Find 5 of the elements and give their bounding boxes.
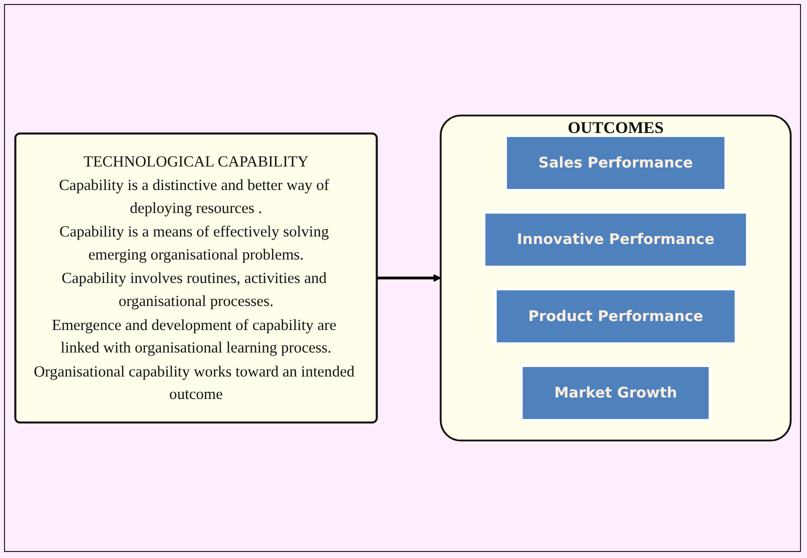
node-box: Market Growth: [519, 364, 711, 422]
node-box: Product Performance: [493, 288, 737, 346]
arrow: [376, 274, 441, 282]
node-box: Innovative Performance: [482, 210, 748, 268]
node-box: Sales Performance: [504, 134, 727, 192]
